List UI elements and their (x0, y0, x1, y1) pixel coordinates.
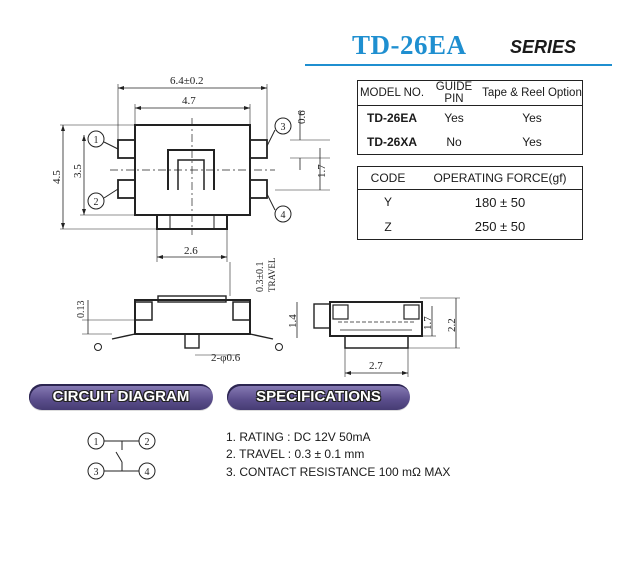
spec-item: 2. TRAVEL : 0.3 ± 0.1 mm (226, 447, 365, 461)
circuit-pin-number: 2 (145, 437, 150, 448)
travel-label: TRAVEL (267, 258, 277, 292)
dim-overall-width: 6.4±0.2 (170, 75, 204, 87)
force-header-cell: CODE (357, 166, 418, 190)
circuit-pin-number: 4 (145, 467, 150, 478)
pin-label-circle (87, 192, 105, 210)
pin-label-circle (274, 117, 292, 135)
specifications-heading: SPECIFICATIONS (227, 384, 410, 410)
pin-tab (249, 139, 268, 159)
pin-tab (117, 139, 136, 159)
pin-number: 2 (94, 197, 99, 208)
circuit-pin-number: 3 (94, 467, 99, 478)
dim-end-height: 1.4 (287, 314, 299, 328)
code-cell: Y (383, 195, 392, 210)
dim-end-h1: 1.7 (422, 316, 434, 330)
dim-guide-pin: 2-φ0.6 (211, 352, 241, 364)
model-table-row: TD-26XA No Yes (358, 130, 583, 155)
model-cell: TD-26XA (366, 135, 417, 149)
dim-end-width: 2.7 (369, 360, 383, 372)
product-title: TD-26EA (352, 30, 467, 60)
model-table: MODEL NO. GUIDE PIN Tape & Reel Option T… (357, 80, 583, 155)
operating-force-table: CODE OPERATING FORCE(gf) Y 180 ± 50 Z 25… (357, 166, 583, 240)
actuator-inner (177, 159, 205, 190)
dim-overall-height: 4.5 (51, 170, 63, 184)
spec-item: 3. CONTACT RESISTANCE 100 mΩ MAX (226, 465, 451, 479)
circuit-diagram: 1 2 3 4 (87, 432, 156, 480)
dim-pin-width: 0.6 (296, 110, 308, 124)
header-underline (305, 64, 612, 66)
dim-body-height: 3.5 (72, 164, 84, 178)
force-cell: 250 ± 50 (474, 219, 526, 235)
model-header-cell: GUIDE PIN (426, 80, 482, 106)
pin-tab (249, 179, 268, 199)
force-header-cell: OPERATING FORCE(gf) (418, 166, 583, 190)
dim-side-offset: 0.13 (76, 301, 87, 319)
dim-end-h2: 2.2 (446, 318, 458, 332)
circuit-diagram-title: CIRCUIT DIAGRAM (52, 388, 190, 405)
guide-pin-cell: Yes (444, 111, 464, 125)
mechanical-drawing: 6.4±0.2 4.7 4.5 3.5 0.6 1.7 2.6 0.3±0.1 … (51, 75, 460, 377)
force-table-header: CODE OPERATING FORCE(gf) (357, 166, 583, 190)
dim-pin-pitch: 1.7 (316, 164, 328, 178)
force-cell: 180 ± 50 (474, 194, 526, 210)
model-header-cell: Tape & Reel Option (482, 80, 583, 106)
guide-pin (184, 333, 200, 349)
tape-reel-cell: Yes (522, 111, 542, 125)
guide-pin-cell: No (446, 135, 462, 149)
pin-number: 1 (94, 135, 99, 146)
circuit-pin-number: 1 (94, 437, 99, 448)
spec-item: 1. RATING : DC 12V 50mA (226, 430, 371, 444)
series-label: SERIES (510, 37, 577, 57)
pin-number: 3 (281, 122, 286, 133)
circuit-diagram-heading: CIRCUIT DIAGRAM (29, 384, 213, 410)
model-table-row: TD-26EA Yes Yes (358, 106, 583, 131)
code-cell: Z (384, 219, 392, 234)
model-header-cell: MODEL NO. (357, 80, 426, 106)
dim-travel: 0.3±0.1 (255, 262, 266, 293)
pin-number: 4 (281, 210, 286, 221)
force-table-row: Z 250 ± 50 (358, 215, 583, 240)
dim-base-width: 2.6 (184, 245, 198, 257)
model-table-header: MODEL NO. GUIDE PIN Tape & Reel Option (357, 80, 583, 106)
pin-label-circle (274, 205, 292, 223)
model-cell: TD-26EA (366, 111, 417, 125)
dim-body-width: 4.7 (182, 95, 196, 107)
pin-label-circle (87, 130, 105, 148)
pin-tab (117, 179, 136, 199)
tape-reel-cell: Yes (522, 135, 542, 149)
force-table-row: Y 180 ± 50 (358, 190, 583, 215)
specifications-title: SPECIFICATIONS (256, 388, 381, 405)
